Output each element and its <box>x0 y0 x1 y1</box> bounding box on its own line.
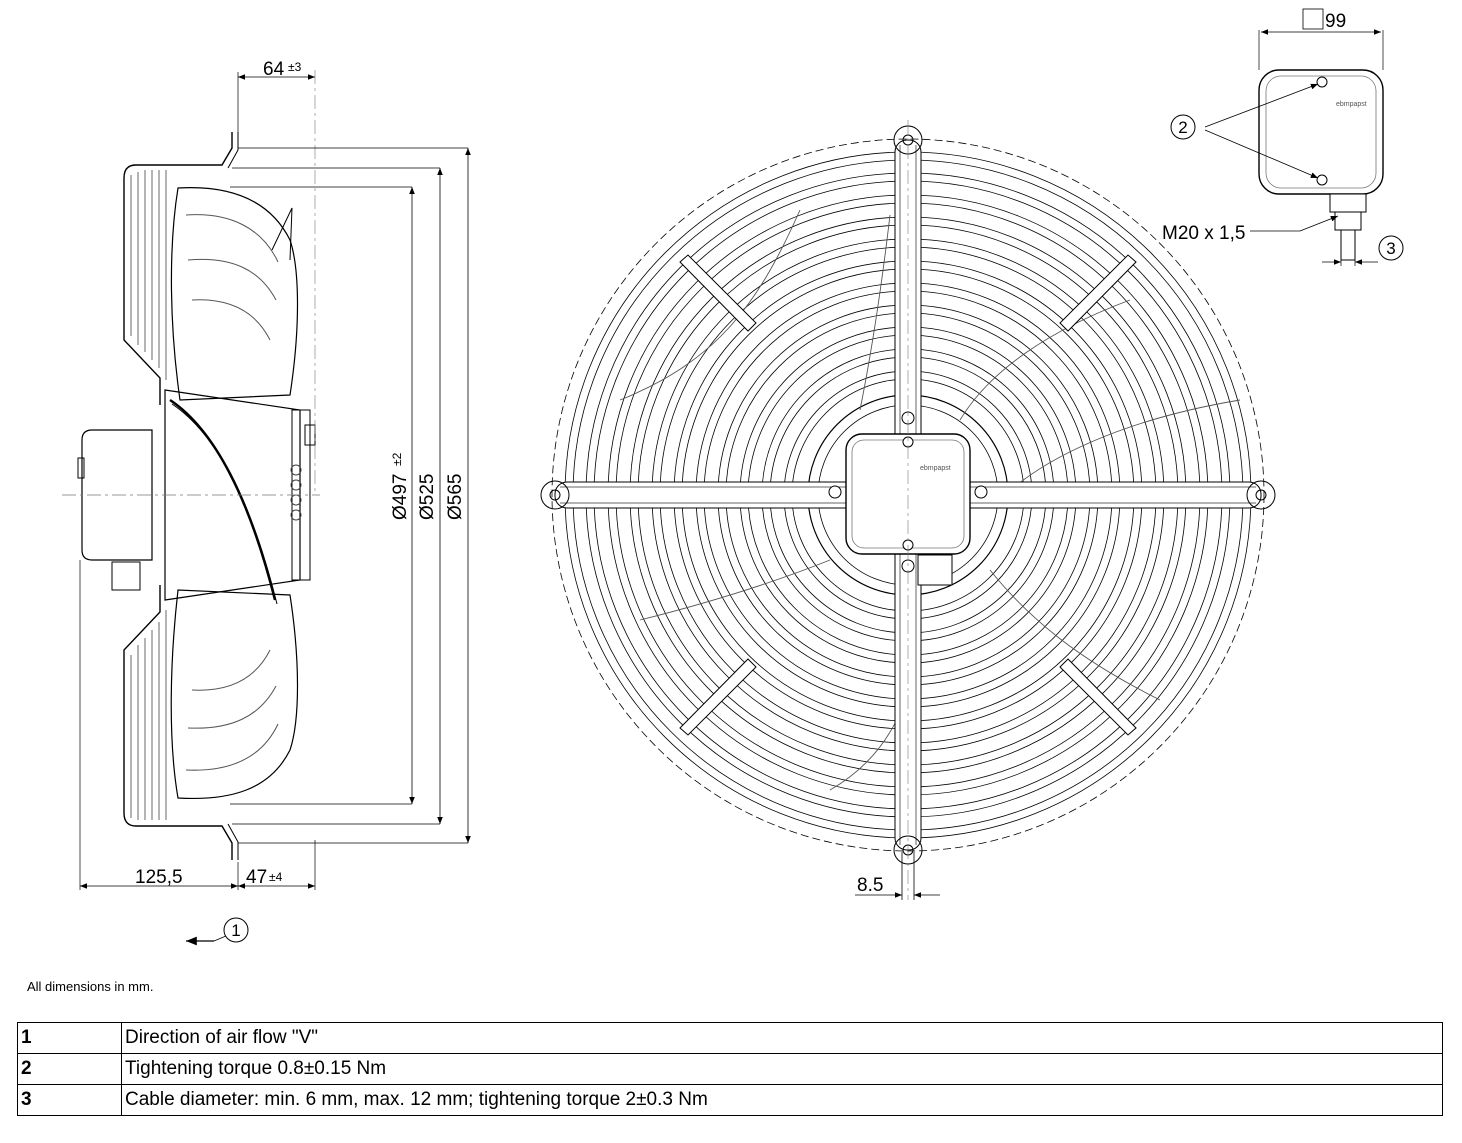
dim-8-5-lines <box>855 852 940 900</box>
legend-text: Direction of air flow "V" <box>121 1022 1443 1054</box>
legend-num: 3 <box>17 1084 122 1116</box>
legend-table: 1 Direction of air flow "V" 2 Tightening… <box>17 1022 1443 1116</box>
dim-64-tol: ±3 <box>288 60 302 74</box>
callout-1: 1 <box>231 921 240 940</box>
terminal-box-side <box>81 429 153 561</box>
callout-2-group: 2 <box>1170 114 1196 140</box>
dim-99: 99 <box>1325 11 1346 32</box>
dim-565: Ø565 <box>445 474 466 520</box>
lower-blade <box>170 589 299 800</box>
legend-text: Tightening torque 0.8±0.15 Nm <box>121 1053 1443 1085</box>
detail-brand-label: ebmpapst <box>1336 101 1367 108</box>
dim-497: Ø497 <box>390 474 411 520</box>
guard-wires <box>130 170 167 820</box>
legend-row: 2 Tightening torque 0.8±0.15 Nm <box>17 1053 1443 1085</box>
terminal-box-detail <box>1204 8 1384 266</box>
legend-num: 2 <box>17 1053 122 1085</box>
dimension-lines <box>80 74 471 889</box>
dim-47-tol: ±4 <box>269 870 283 884</box>
dim-125-5: 125,5 <box>135 867 183 888</box>
front-view <box>540 120 1276 900</box>
dim-64: 64 <box>263 59 285 80</box>
upper-blade <box>170 187 299 401</box>
side-view <box>62 70 468 890</box>
guard-flange <box>123 132 233 860</box>
callout-2: 2 <box>1178 118 1187 137</box>
dim-47: 47 <box>246 867 267 888</box>
callout-3-group: 3 <box>1378 235 1404 261</box>
front-brand-label: ebmpapst <box>920 465 951 472</box>
legend-text: Cable diameter: min. 6 mm, max. 12 mm; t… <box>121 1084 1443 1116</box>
units-note: All dimensions in mm. <box>27 979 154 994</box>
legend-row: 3 Cable diameter: min. 6 mm, max. 12 mm;… <box>17 1084 1443 1116</box>
legend-row: 1 Direction of air flow "V" <box>17 1022 1443 1054</box>
dim-497-tol: ±2 <box>390 452 404 466</box>
diagonal-ribs <box>679 254 1137 736</box>
dim-525: Ø525 <box>417 474 438 520</box>
dim-thread: M20 x 1,5 <box>1162 223 1245 244</box>
callout-3: 3 <box>1386 239 1395 258</box>
dim-8-5: 8.5 <box>857 875 883 896</box>
airflow-callout: 1 <box>186 917 249 946</box>
legend-num: 1 <box>17 1022 122 1054</box>
